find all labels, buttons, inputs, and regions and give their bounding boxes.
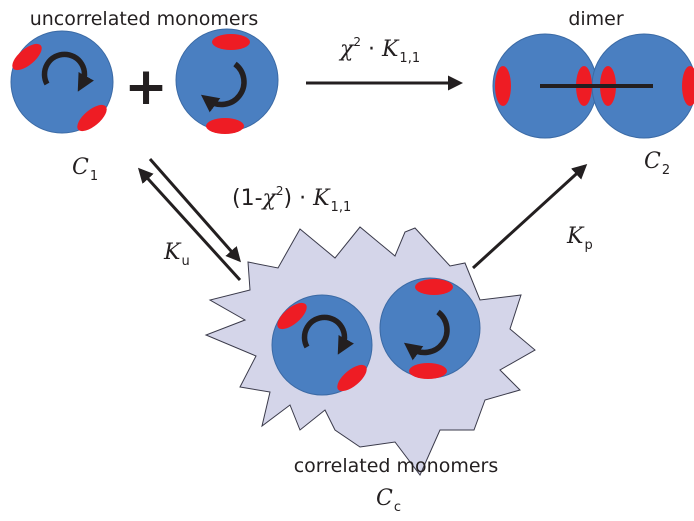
binding-patch: [77, 104, 107, 132]
correlated-dimerization-arrow: [471, 163, 588, 270]
binding-patch: [337, 364, 367, 392]
correlated-monomer-2: [379, 277, 481, 379]
clockwise-rotation-icon: [41, 51, 94, 92]
decorrelation-rate-ku: Ku: [163, 240, 190, 269]
concentration-cc: Cc: [376, 486, 401, 515]
binding-patch: [206, 118, 244, 134]
binding-patch: [495, 66, 511, 106]
binding-patch: [682, 66, 694, 106]
dimer: [492, 33, 694, 139]
binding-patch: [212, 34, 250, 50]
correlated-monomer-1: [271, 294, 373, 396]
clockwise-rotation-icon: [301, 314, 354, 355]
concentration-c1: C1: [72, 155, 98, 184]
counterclockwise-rotation-icon: [200, 61, 247, 113]
uncorrelated-monomers-label: uncorrelated monomers: [30, 8, 259, 30]
correlated-monomers-label: correlated monomers: [294, 455, 499, 477]
correlation-arrow: [148, 158, 241, 263]
binding-patch: [277, 302, 307, 330]
association-rate: χ2·K1,1: [338, 35, 420, 66]
concentration-c2: C2: [644, 149, 670, 178]
dimer-label: dimer: [568, 8, 624, 30]
binding-patch: [12, 43, 42, 71]
correlation-rate: (1-χ2)·K1,1: [232, 184, 351, 215]
counterclockwise-rotation-icon: [403, 309, 450, 361]
monomer-2: [175, 28, 279, 134]
binding-patch: [409, 363, 447, 379]
decorrelation-arrow: [137, 167, 242, 282]
plus-sign: +: [124, 57, 168, 117]
dimerization-rate-kp: Kp: [566, 224, 593, 253]
monomer-1: [10, 30, 114, 134]
binding-patch: [415, 279, 453, 295]
